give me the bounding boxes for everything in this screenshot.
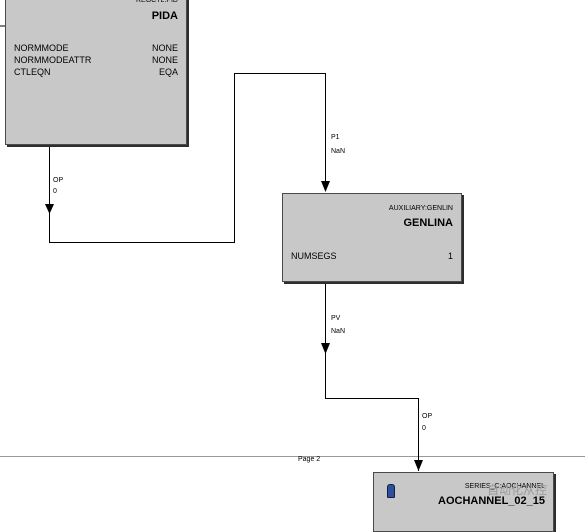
param-value: NONE xyxy=(151,43,178,53)
param-value: NONE xyxy=(151,55,178,65)
wire-label-genlina-pv-value: NaN xyxy=(331,328,346,335)
block-pida-name: PIDA xyxy=(151,10,178,22)
wire-pida-op-to-genlina-p1[interactable] xyxy=(49,73,326,243)
param-value: 1 xyxy=(447,251,453,261)
arrow-aochannel-op xyxy=(414,460,423,471)
block-genlina-type: AUXILIARY:GENLIN xyxy=(388,205,453,212)
wire-label-aochannel-op-param: OP xyxy=(422,413,433,420)
param-name: CTLEQN xyxy=(14,67,51,77)
param-name: NORMMODEATTR xyxy=(14,55,92,65)
wire-label-genlina-p1-param: P1 xyxy=(331,134,340,141)
arrow-genlina-pv xyxy=(321,343,330,354)
param-name: NUMSEGS xyxy=(291,251,337,261)
arrow-pida-op xyxy=(45,204,54,214)
block-pida[interactable]: REGCTL:PID PIDA NORMMODE NONE NORMMODEAT… xyxy=(5,0,187,145)
watermark-text: 自动化从控 xyxy=(487,483,548,497)
block-genlina-name: GENLINA xyxy=(403,217,454,229)
block-genlina[interactable]: AUXILIARY:GENLIN GENLINA NUMSEGS 1 xyxy=(282,193,462,282)
wire-label-pida-op-value: 0 xyxy=(53,188,57,195)
wire-label-pida-op-param: OP xyxy=(53,177,64,184)
wire-label-aochannel-op-value: 0 xyxy=(422,425,426,432)
page-number-label: Page 2 xyxy=(298,456,321,463)
param-name: NORMMODE xyxy=(14,43,69,53)
wire-label-genlina-p1-value: NaN xyxy=(331,148,346,155)
diagram-canvas xyxy=(0,23,585,471)
param-value: EQA xyxy=(158,67,178,77)
arrow-genlina-p1 xyxy=(321,181,330,192)
wire-genlina-pv-to-aochannel-op[interactable] xyxy=(325,284,419,471)
wire-label-genlina-pv-param: PV xyxy=(331,315,341,322)
block-pida-type: REGCTL:PID xyxy=(135,0,178,4)
block-aochannel-name: AOCHANNEL_02_15 xyxy=(438,495,545,507)
block-aochannel-type: SERIES_C:AOCHANNEL xyxy=(464,483,545,490)
channel-icon xyxy=(387,484,395,498)
